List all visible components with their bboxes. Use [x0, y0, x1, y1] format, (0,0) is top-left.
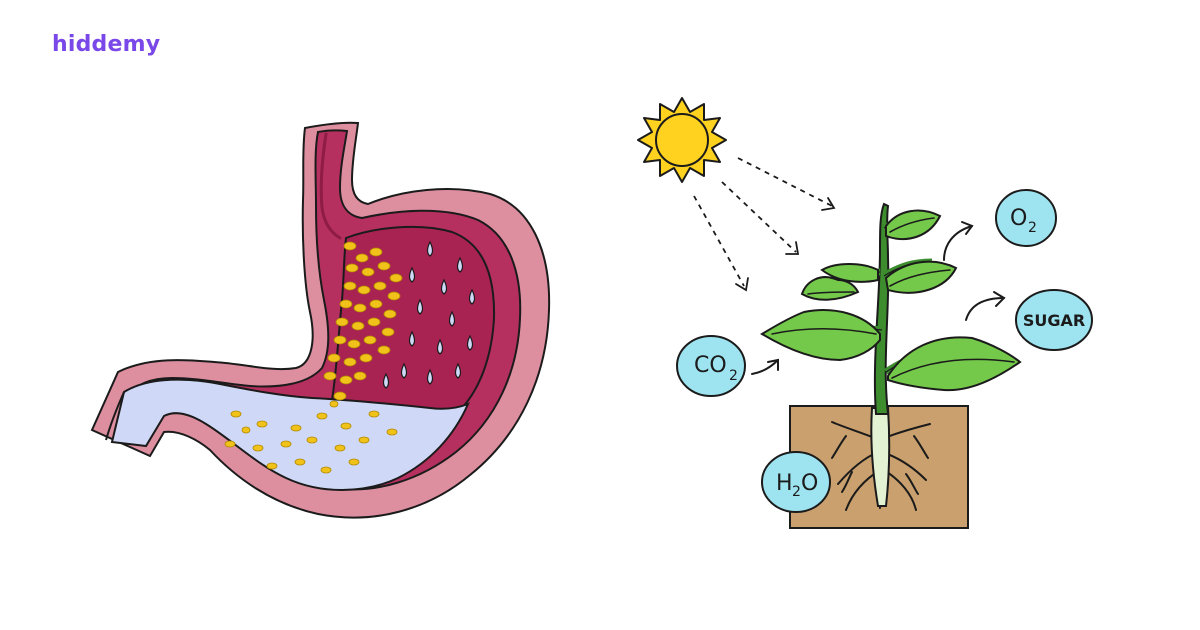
sunlight-arrow-3: [693, 195, 745, 287]
acid-drops: [382, 240, 476, 389]
bubble-o2: O 2: [995, 189, 1057, 247]
food-particles: [224, 241, 403, 474]
sunlight-arrowhead-2: [785, 241, 800, 255]
leaf-upper-left-2: [820, 263, 879, 283]
leaf-top-right: [885, 209, 942, 241]
h2o-label-h: H: [776, 471, 793, 496]
curved-arrows: [751, 221, 1006, 375]
esophagus-icon: [319, 132, 342, 240]
o2-arrow: [943, 225, 973, 261]
stomach-cavity: [328, 225, 496, 416]
sunlight-arrows: [693, 157, 833, 287]
leaf-upper-left: [800, 276, 860, 301]
stem-base: [870, 407, 891, 507]
o2-subscript: 2: [1028, 220, 1037, 236]
sunlight-arrow-1: [737, 157, 833, 207]
plant-stem: [873, 202, 890, 415]
sugar-label: SUGAR: [1023, 311, 1085, 330]
sugar-arrow: [965, 297, 1005, 321]
h2o-label-o: O: [801, 471, 818, 496]
duodenum-icon: [105, 391, 125, 441]
o2-label: O: [1010, 206, 1027, 231]
bubble-h2o: H 2 O: [761, 451, 831, 513]
leaf-upper-right: [884, 260, 958, 294]
bubble-sugar: SUGAR: [1015, 289, 1093, 351]
co2-arrow: [751, 359, 779, 375]
sunlight-arrow-2: [721, 181, 797, 253]
stomach-icon: [90, 121, 551, 519]
brand-logo: hiddemy: [52, 32, 161, 57]
plant-icon: [760, 202, 1022, 415]
sunlight-arrowhead-1: [821, 197, 836, 211]
leaf-lower-right: [887, 336, 1022, 392]
sun-icon: [637, 97, 727, 183]
co2-subscript: 2: [729, 368, 738, 384]
leaf-middle-left: [760, 309, 881, 362]
co2-label: CO: [694, 353, 727, 378]
h2o-subscript: 2: [792, 484, 801, 500]
bubble-co2: CO 2: [676, 335, 746, 397]
sunlight-arrowhead-3: [735, 277, 749, 292]
